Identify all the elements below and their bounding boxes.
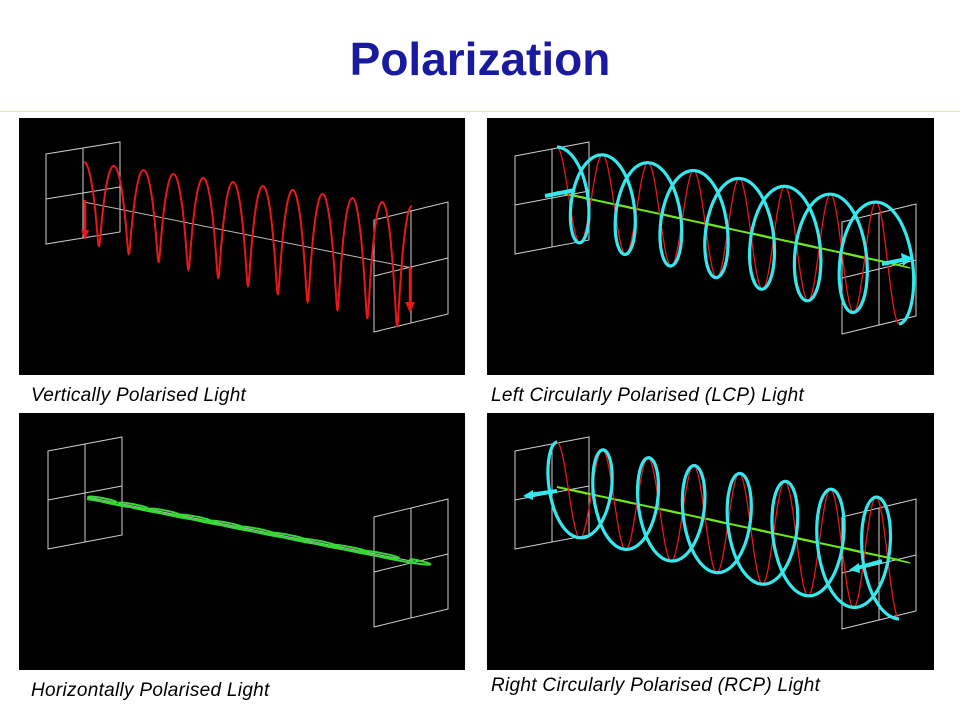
back-frame bbox=[45, 141, 121, 245]
caption-lcp: Left Circularly Polarised (LCP) Light bbox=[491, 385, 805, 406]
caption-rcp: Right Circularly Polarised (RCP) Light bbox=[491, 675, 821, 696]
vertical-polarisation-diagram bbox=[19, 118, 465, 375]
back-frame-hdivider bbox=[45, 186, 121, 200]
circular-helix bbox=[556, 145, 916, 326]
front-frame bbox=[841, 498, 917, 630]
lcp-helix-svg bbox=[514, 141, 917, 335]
vertical-wave-svg bbox=[45, 141, 449, 333]
front-frame bbox=[373, 201, 449, 333]
field-vector-back bbox=[528, 489, 558, 497]
rcp-diagram bbox=[487, 413, 934, 670]
circular-helix bbox=[546, 440, 900, 621]
caption-horizontal: Horizontally Polarised Light bbox=[31, 680, 270, 701]
rcp-helix-svg bbox=[514, 436, 917, 630]
electric-field-wave bbox=[86, 495, 432, 566]
field-arrowhead-back bbox=[523, 490, 533, 500]
back-frame bbox=[514, 141, 590, 255]
field-arrowhead-front bbox=[901, 253, 913, 266]
horizontal-polarisation-diagram bbox=[19, 413, 465, 670]
back-frame bbox=[47, 436, 123, 550]
back-frame-hdivider bbox=[47, 485, 123, 501]
propagation-axis bbox=[83, 201, 413, 269]
field-vector-back bbox=[544, 188, 576, 198]
field-arrowhead-front bbox=[849, 563, 860, 573]
title-divider bbox=[0, 111, 960, 112]
field-arrowhead-front bbox=[405, 302, 415, 313]
caption-vertical: Vertically Polarised Light bbox=[31, 385, 247, 406]
field-vector-front bbox=[856, 559, 883, 570]
front-frame bbox=[373, 498, 449, 628]
slide-title: Polarization bbox=[349, 33, 611, 85]
electric-field-wave bbox=[83, 161, 413, 329]
field-arrowhead-back bbox=[81, 230, 89, 240]
lcp-diagram bbox=[487, 118, 934, 375]
field-origin-dot bbox=[408, 558, 414, 564]
horizontal-component-wave bbox=[556, 191, 911, 269]
back-frame-hdivider bbox=[514, 190, 590, 206]
horizontal-wave-svg bbox=[47, 436, 449, 628]
